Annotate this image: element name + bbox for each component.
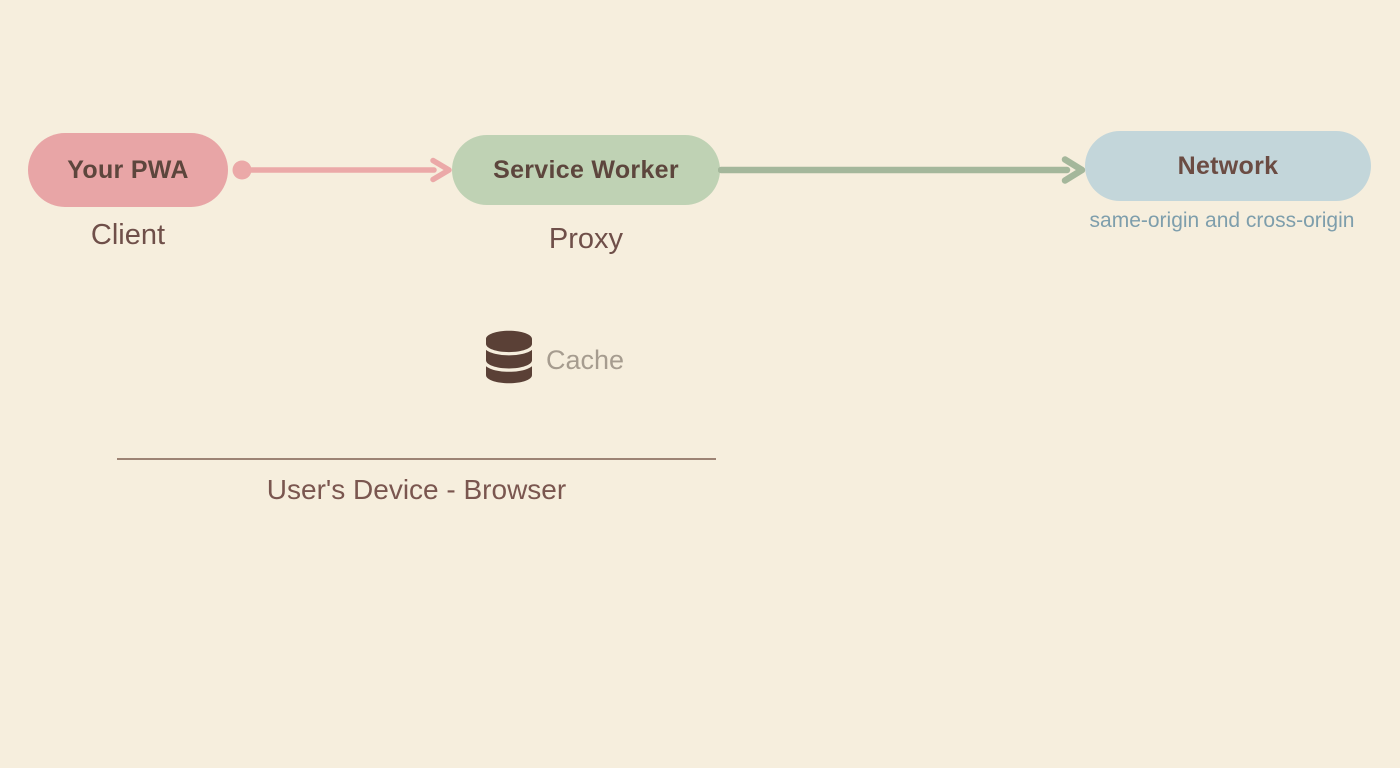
pwa-node: Your PWA bbox=[28, 133, 228, 207]
pwa-to-service-worker-arrow bbox=[232, 157, 452, 183]
pwa-node-label: Your PWA bbox=[67, 155, 189, 184]
network-sublabel: same-origin and cross-origin bbox=[1089, 209, 1355, 232]
device-boundary-line bbox=[117, 458, 716, 460]
arrowhead-icon bbox=[1061, 156, 1086, 184]
service-worker-sublabel: Proxy bbox=[548, 223, 624, 255]
arrow-start-dot bbox=[232, 160, 252, 180]
pwa-sublabel: Client bbox=[90, 219, 166, 251]
service-worker-to-network-arrow bbox=[718, 156, 1086, 184]
service-worker-node: Service Worker bbox=[452, 135, 720, 205]
device-boundary-label: User's Device - Browser bbox=[266, 474, 567, 505]
cache-label: Cache bbox=[546, 345, 625, 375]
service-worker-node-label: Service Worker bbox=[493, 155, 679, 184]
arrowhead-icon bbox=[430, 157, 452, 183]
network-node-label: Network bbox=[1177, 151, 1279, 180]
database-icon bbox=[486, 330, 532, 384]
network-node: Network bbox=[1085, 131, 1371, 201]
